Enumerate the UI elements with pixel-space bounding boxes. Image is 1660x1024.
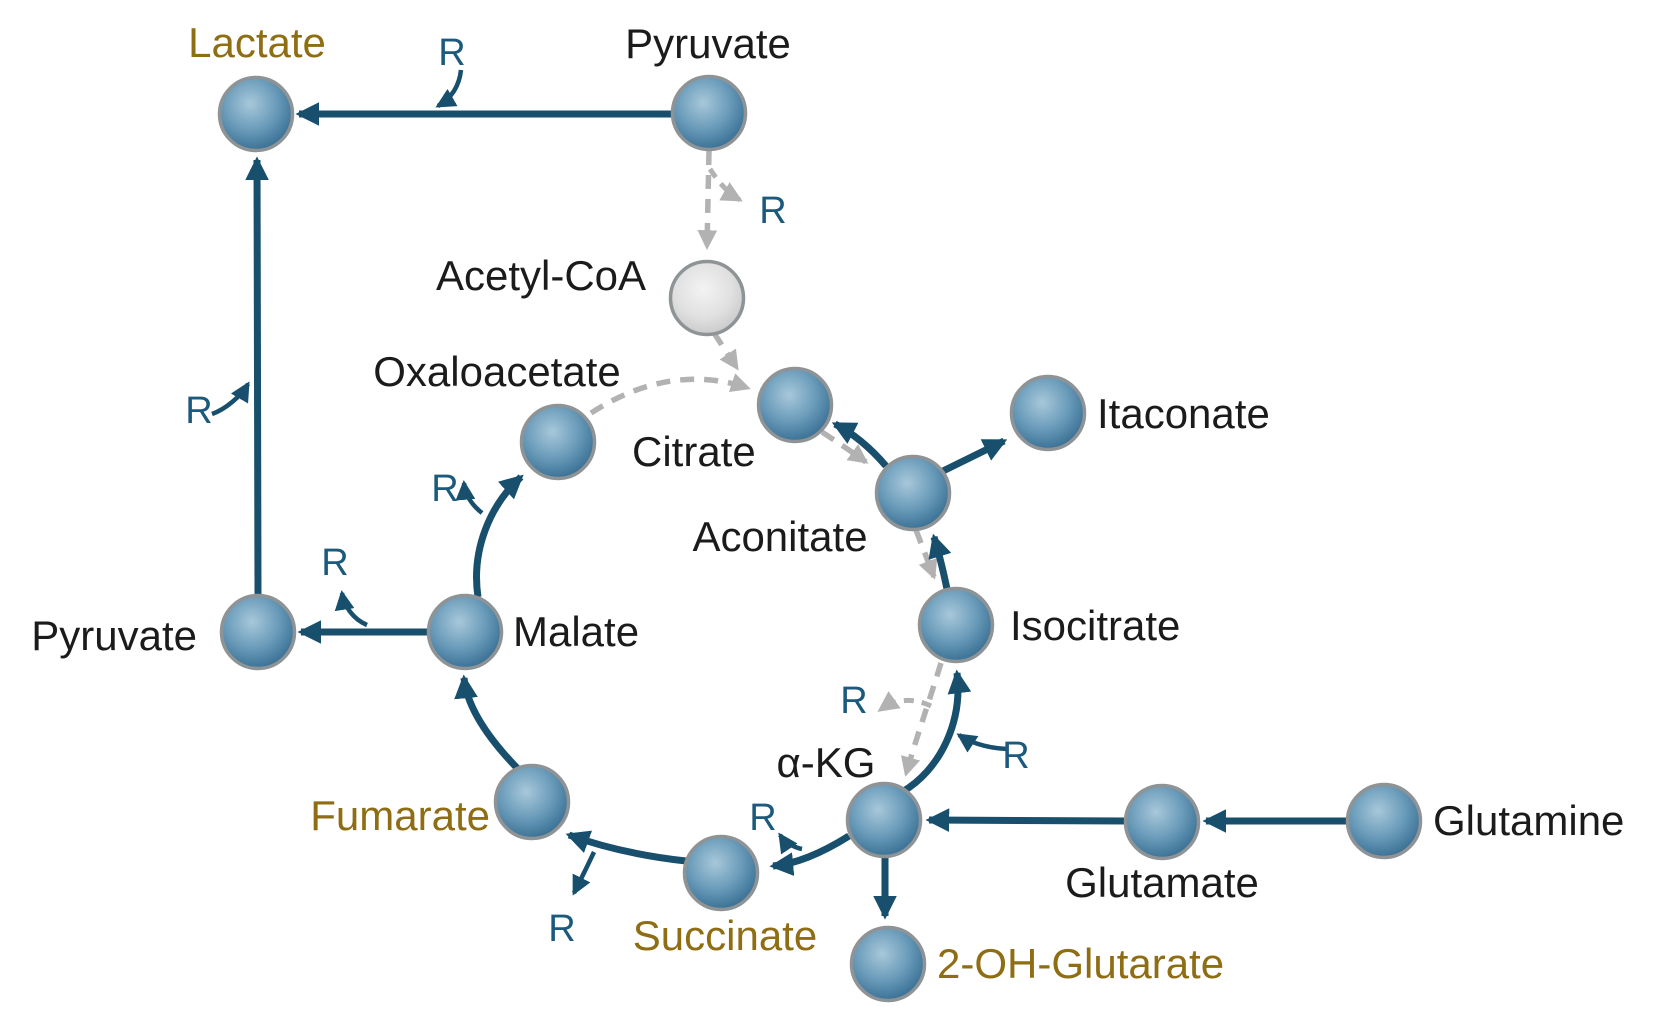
arrow-fumarate-to-malate — [454, 674, 522, 773]
label-pyruvate-top: Pyruvate — [625, 20, 791, 67]
r-pointer-succinate-fumarate — [571, 851, 597, 896]
label-citrate: Citrate — [632, 428, 756, 475]
dashed-branch-pointer-isocitrate-r — [877, 691, 933, 713]
arrow-glutamate-to-akg — [925, 808, 1126, 833]
node-acetyl-coa — [668, 259, 746, 337]
node-pyruvate-top — [670, 74, 748, 152]
node-aconitate — [874, 454, 952, 532]
node-alpha-kg — [845, 781, 923, 859]
arrow-akg-to-succinate — [769, 833, 851, 877]
label-acetyl-coa: Acetyl-CoA — [436, 252, 646, 299]
label-itaconate: Itaconate — [1097, 390, 1270, 437]
r-mark-malate-pyruvateleft: R — [321, 542, 348, 584]
arrow-aconitate-to-citrate — [831, 420, 889, 469]
dashed-arrow-acetylcoa-to-citrate — [711, 331, 740, 371]
node-succinate — [682, 834, 760, 912]
dashed-arrow-oxaloacetate-to-citrate — [589, 373, 751, 416]
label-pyruvate-left: Pyruvate — [31, 612, 197, 659]
r-mark-pyruvate-lactate: R — [438, 32, 465, 74]
r-mark-malate-oxaloacetate: R — [431, 468, 458, 510]
node-pyruvate-left — [219, 593, 297, 671]
label-2oh-glutarate: 2-OH-Glutarate — [937, 940, 1224, 987]
label-glutamate: Glutamate — [1065, 859, 1259, 906]
dashed-arrow-citrate-to-aconitate — [820, 429, 869, 465]
label-lactate: Lactate — [188, 19, 326, 66]
label-oxaloacetate: Oxaloacetate — [373, 348, 621, 395]
dashed-arrow-isocitrate-to-akg — [901, 662, 944, 777]
label-succinate: Succinate — [633, 912, 817, 959]
label-alpha-kg: α-KG — [777, 739, 876, 786]
arrow-akg-to-isocitrate — [900, 669, 972, 796]
r-mark-succinate-fumarate: R — [548, 908, 575, 950]
node-glutamine — [1345, 782, 1423, 860]
node-isocitrate — [917, 586, 995, 664]
r-mark-pyruvate-acetylcoa: R — [759, 190, 786, 232]
arrow-aconitate-to-itaconate — [939, 437, 1008, 476]
r-mark-akg-succinate: R — [749, 797, 776, 839]
label-isocitrate: Isocitrate — [1010, 602, 1180, 649]
label-malate: Malate — [513, 608, 639, 655]
node-lactate — [217, 75, 295, 153]
r-pointer-akg-succinate — [778, 832, 803, 855]
dashed-arrow-pyruvate-to-acetylcoa — [697, 150, 718, 250]
label-fumarate: Fumarate — [310, 792, 490, 839]
r-mark-isocitrate-akg: R — [840, 680, 867, 722]
node-oxaloacetate — [519, 403, 597, 481]
node-itaconate — [1009, 374, 1087, 452]
r-pointer-pyruvateleft-lactate — [211, 381, 250, 417]
arrow-malate-to-oxaloacetate — [473, 474, 524, 598]
node-citrate — [756, 366, 834, 444]
node-fumarate — [493, 763, 571, 841]
node-malate — [426, 593, 504, 671]
r-pointer-malate-oxaloacetate — [455, 480, 484, 515]
arrow-isocitrate-to-aconitate — [928, 533, 952, 590]
arrow-succinate-to-fumarate — [565, 830, 687, 865]
r-pointer-malate-pyruvateleft — [334, 590, 368, 628]
label-glutamine: Glutamine — [1433, 797, 1624, 844]
dashed-arrow-aconitate-to-isocitrate — [913, 529, 938, 580]
r-pointer-pyruvate-lactate — [435, 69, 464, 108]
node-glutamate — [1123, 783, 1201, 861]
arrow-pyruvateleft-to-lactate — [245, 156, 269, 596]
r-mark-pyruvateleft-lactate: R — [185, 390, 212, 432]
label-aconitate: Aconitate — [692, 513, 867, 560]
r-pointer-akg-isocitrate — [956, 733, 1008, 753]
dashed-branch-pointer-pyruvate-r — [707, 167, 743, 203]
r-mark-akg-isocitrate: R — [1002, 735, 1029, 777]
node-2oh-glutarate — [849, 925, 927, 1003]
